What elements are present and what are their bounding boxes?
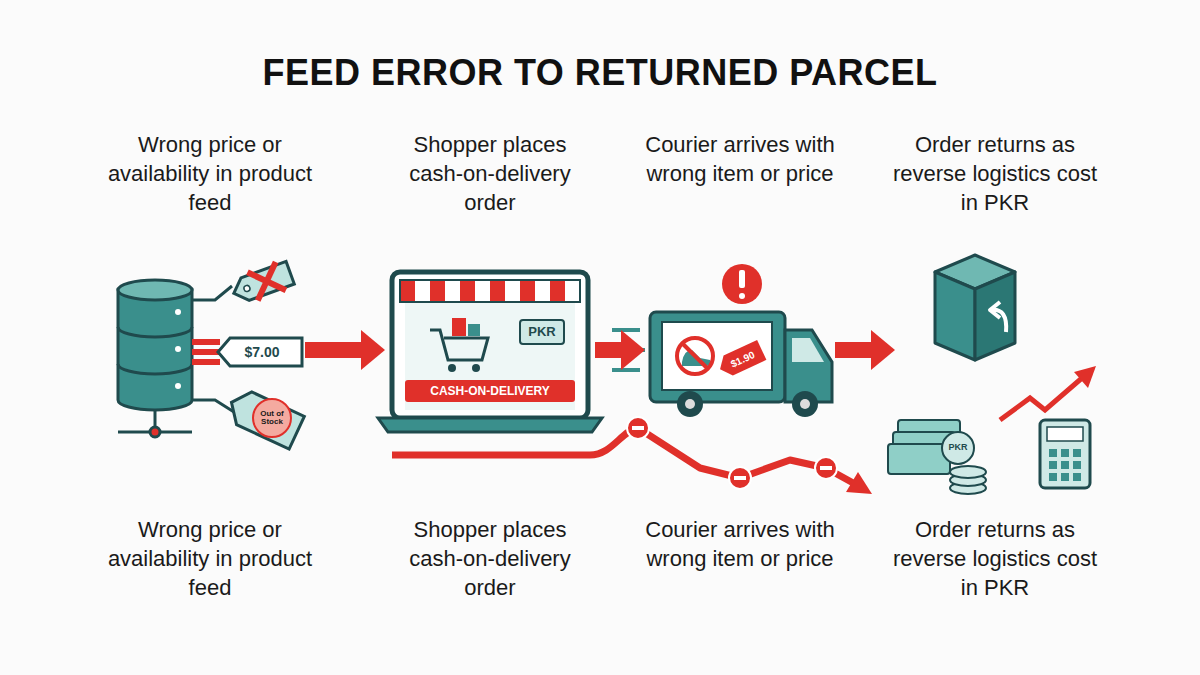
step-caption-repeat: Wrong price or availability in product f… (108, 515, 313, 602)
step-caption: Order returns as reverse logistics cost … (893, 130, 1098, 217)
price-tag (218, 338, 302, 366)
database-icon (118, 280, 234, 437)
calculator-icon (1040, 420, 1090, 488)
stock-tag (224, 386, 304, 449)
step-caption: Shopper places cash-on-delivery order (388, 130, 593, 217)
loss-trend (392, 417, 872, 494)
flow-arrow (835, 330, 895, 370)
step-caption: Courier arrives with wrong item or price (638, 130, 843, 188)
return-box (935, 255, 1015, 360)
diagram-title: FEED ERROR TO RETURNED PARCEL (0, 52, 1200, 94)
illustration-label: $7.00 (244, 345, 279, 360)
price-tag-crossed (229, 259, 296, 308)
money-stack (888, 420, 986, 494)
flow-arrow (595, 330, 645, 370)
stock-badge (253, 399, 291, 437)
step-caption-repeat: Order returns as reverse logistics cost … (893, 515, 1098, 602)
flow-arrow (305, 330, 385, 370)
step-caption-repeat: Shopper places cash-on-delivery order (388, 515, 593, 602)
illustration-label: CASH-ON-DELIVERY (430, 385, 550, 398)
feed-stream (192, 342, 220, 362)
process-step: Shopper places cash-on-delivery orderSho… (385, 265, 595, 435)
laptop-shop (378, 272, 602, 432)
step-caption: Wrong price or availability in product f… (108, 130, 313, 217)
process-step: Courier arrives with wrong item or price… (645, 265, 835, 435)
illustration-label: PKR (948, 443, 967, 452)
illustration-label: PKR (528, 325, 555, 339)
illustration-label: Out of Stock (255, 410, 289, 427)
rising-cost-arrow (1000, 366, 1096, 420)
step-caption-repeat: Courier arrives with wrong item or price (638, 515, 843, 573)
illustration-label: $1.90 (729, 350, 756, 370)
delivery-van (612, 264, 832, 417)
process-step: Order returns as reverse logistics cost … (895, 265, 1095, 435)
